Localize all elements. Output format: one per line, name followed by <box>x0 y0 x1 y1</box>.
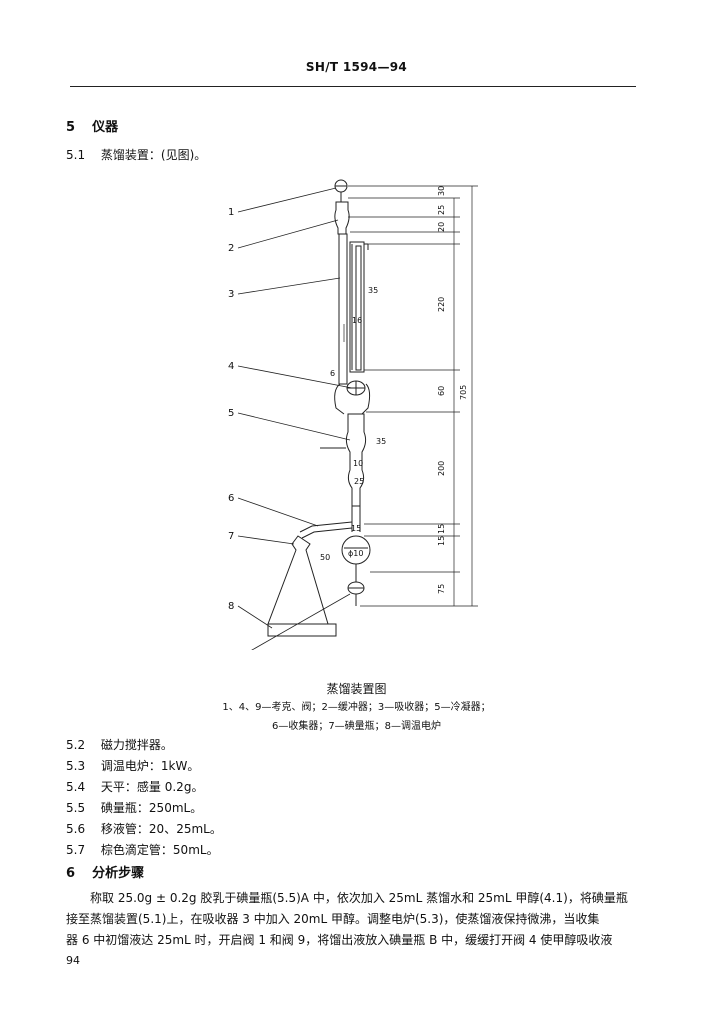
section-5-number: 5 <box>66 120 76 135</box>
item-5-1-text: 蒸馏装置：(见图)。 <box>100 148 207 162</box>
item-5-1-number: 5.1 <box>66 148 86 162</box>
dim-15-arm: 15 <box>351 524 361 533</box>
item-5-2: 5.2 磁力搅拌器。 <box>66 736 173 753</box>
part-label-1: 1 <box>228 207 234 218</box>
part-label-2: 2 <box>228 243 234 254</box>
figure-legend-line-2: 6—收集器；7—碘量瓶；8—调温电炉 <box>271 721 442 732</box>
part-label-8: 8 <box>228 601 234 612</box>
part-label-5: 5 <box>228 408 234 419</box>
item-5-5: 5.5 碘量瓶：250mL。 <box>66 799 202 816</box>
dim-20: 20 <box>437 222 446 232</box>
item-text: 碘量瓶：250mL。 <box>100 801 203 815</box>
paragraph-line-2: 接至蒸馏装置(5.1)上，在吸收器 3 中加入 20mL 甲醇。调整电炉(5.3… <box>66 912 600 926</box>
section-6-number: 6 <box>66 866 76 881</box>
item-text: 调温电炉：1kW。 <box>100 759 200 773</box>
dim-50: 50 <box>320 553 330 562</box>
dim-phi10: ϕ10 <box>348 549 363 558</box>
dim-75: 75 <box>437 584 446 594</box>
item-5-1: 5.1 蒸馏装置：(见图)。 <box>66 146 206 163</box>
figure-legend-line-1: 1、4、9—考克、阀；2—缓冲器；3—吸收器；5—冷凝器； <box>222 702 491 713</box>
item-text: 棕色滴定管：50mL。 <box>100 843 219 857</box>
iodine-flask <box>267 535 329 625</box>
header-rule <box>70 86 636 87</box>
item-text: 天平：感量 0.2g。 <box>100 780 204 794</box>
page-number: 94 <box>66 954 80 967</box>
figure-caption: 蒸馏装置图 <box>326 682 387 696</box>
buffer-vessel <box>334 201 350 235</box>
dim-35-mid: 35 <box>376 437 386 446</box>
hot-plate <box>267 623 337 637</box>
part-label-6: 6 <box>228 493 234 504</box>
dim-60: 60 <box>437 386 446 396</box>
section-5-heading: 5 仪器 <box>66 116 118 135</box>
dim-15-b: 15 <box>437 536 446 546</box>
section-5-title: 仪器 <box>92 120 119 135</box>
dim-15-a: 15 <box>437 524 446 534</box>
item-number: 5.2 <box>66 738 86 752</box>
page-header: SH/T 1594—94 <box>305 60 408 74</box>
item-5-3: 5.3 调温电炉：1kW。 <box>66 757 199 774</box>
dim-35-top: 35 <box>368 286 378 295</box>
dim-200: 200 <box>437 461 446 476</box>
dim-16: 16 <box>352 316 362 325</box>
item-number: 5.3 <box>66 759 86 773</box>
item-5-4: 5.4 天平：感量 0.2g。 <box>66 778 203 795</box>
paragraph-line-3: 器 6 中初馏液达 25mL 时，开启阀 1 和阀 9，将馏出液放入碘量瓶 B … <box>66 933 613 947</box>
item-5-6: 5.6 移液管：20、25mL。 <box>66 820 222 837</box>
dim-705: 705 <box>459 385 468 400</box>
part-label-3: 3 <box>228 289 234 300</box>
part-label-4: 4 <box>228 361 234 372</box>
item-5-7: 5.7 棕色滴定管：50mL。 <box>66 841 219 858</box>
item-number: 5.6 <box>66 822 86 836</box>
dim-30: 30 <box>437 186 446 196</box>
item-text: 移液管：20、25mL。 <box>100 822 222 836</box>
dim-220: 220 <box>437 297 446 312</box>
section-6-title: 分析步骤 <box>92 866 145 881</box>
item-number: 5.7 <box>66 843 86 857</box>
distillation-apparatus-figure: 1 2 3 4 5 6 7 8 9 30 25 20 220 60 705 20… <box>228 179 478 650</box>
part-label-7: 7 <box>228 531 234 542</box>
section-6-heading: 6 分析步骤 <box>66 862 144 881</box>
paragraph-line-1: 称取 25.0g ± 0.2g 胶乳于碘量瓶(5.5)A 中，依次加入 25mL… <box>90 891 628 905</box>
dim-6: 6 <box>330 369 335 378</box>
item-text: 磁力搅拌器。 <box>100 738 173 752</box>
dim-25-bulb: 25 <box>354 477 364 486</box>
item-number: 5.4 <box>66 780 86 794</box>
item-number: 5.5 <box>66 801 86 815</box>
dim-10: 10 <box>353 459 363 468</box>
dim-25-top: 25 <box>437 205 446 215</box>
